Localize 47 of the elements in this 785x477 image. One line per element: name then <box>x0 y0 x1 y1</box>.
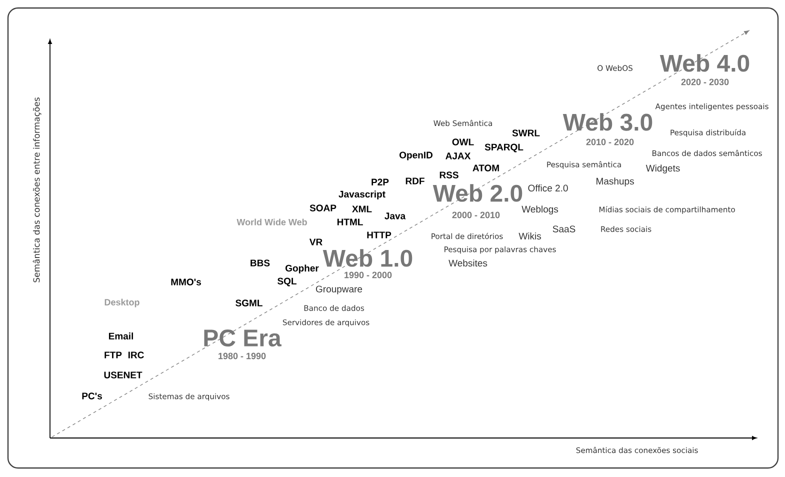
era-years: 2010 - 2020 <box>586 138 634 146</box>
concept-label: Mashups <box>596 178 634 186</box>
technology-label: Email <box>108 332 133 340</box>
technology-label: IRC <box>128 352 144 358</box>
technology-label: Gopher <box>286 264 319 274</box>
technology-label: FTP <box>104 352 122 358</box>
technology-label: ATOM <box>472 164 499 172</box>
concept-label: Desktop <box>104 298 140 308</box>
technology-label: Javascript <box>338 190 386 200</box>
technology-label: USENET <box>104 372 142 378</box>
era-years: 1990 - 2000 <box>344 272 392 278</box>
technology-label: BBS <box>250 260 270 266</box>
era-years: 2020 - 2030 <box>681 78 729 86</box>
technology-label: MMO's <box>171 278 201 286</box>
technology-label: OpenID <box>400 152 432 160</box>
technology-label: HTTP <box>367 232 392 238</box>
era-title: Web 4.0 <box>660 54 750 72</box>
axis-label: Semântica das conexões entre informações <box>32 98 42 282</box>
technology-label: HTML <box>337 218 363 226</box>
technology-label: RSS <box>440 172 458 178</box>
technology-label: RDF <box>406 178 424 184</box>
era-title: PC Era <box>204 330 282 346</box>
concept-label: SaaS <box>552 226 576 232</box>
concept-label: World Wide Web <box>236 218 307 226</box>
concept-label: Widgets <box>646 164 680 174</box>
technology-label: OWL <box>452 138 474 146</box>
technology-label: SQL <box>278 278 296 286</box>
technology-label: SOAP <box>310 204 336 212</box>
era-title: Web 3.0 <box>562 113 652 131</box>
technology-label: SGML <box>236 300 262 306</box>
technology-label: XML <box>352 206 372 212</box>
technology-label: SPARQL <box>484 144 524 152</box>
concept-label: Weblogs <box>522 206 558 214</box>
technology-label: AJAX <box>446 152 471 160</box>
technology-label: SWRL <box>512 130 540 136</box>
era-years: 1980 - 1990 <box>218 352 266 360</box>
concept-label: Wikis <box>518 232 541 240</box>
era-title: Web 2.0 <box>432 184 522 202</box>
concept-label: Groupware <box>316 286 362 294</box>
concept-label: Office 2.0 <box>528 184 568 192</box>
concept-label: Websites <box>448 260 488 266</box>
technology-label: P2P <box>372 178 389 186</box>
technology-label: Java <box>384 212 406 220</box>
technology-label: PC's <box>82 392 102 400</box>
technology-label: VR <box>309 238 322 246</box>
era-title: Web 1.0 <box>322 249 412 267</box>
era-years: 2000 - 2010 <box>452 212 500 218</box>
